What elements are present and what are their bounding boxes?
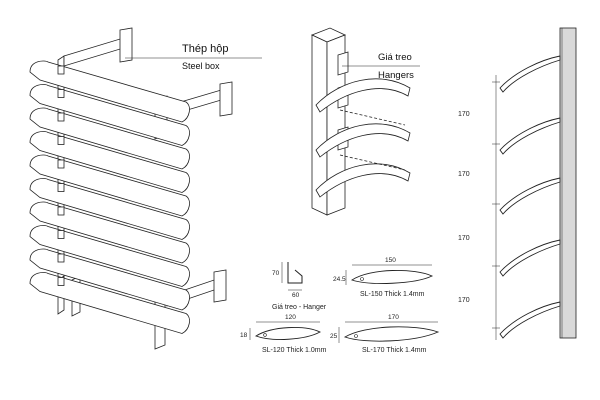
louver-blades [29,60,190,334]
side-blade [499,239,561,277]
louver-blade [29,60,190,123]
sl150-profile: 150 24.5 SL-150 Thick 1.4mm [333,257,434,298]
sl170-width-dim: 170 [388,314,399,321]
sl150-width-dim: 150 [385,257,396,264]
hangers-label-en: Hangers [378,70,414,81]
blade-clip [57,159,65,169]
steel-box-label-vi: Thép hộp [182,43,228,55]
dimension-ticks [492,81,500,329]
blade-clip [57,89,65,98]
side-elevation: 170 170 170 170 [458,27,577,340]
sl120-caption: SL-120 Thick 1.0mm [262,347,327,354]
sl170-caption: SL-170 Thick 1.4mm [362,347,427,354]
louver-blade [29,178,190,240]
blade-clip [57,183,65,192]
hangers-label-vi: Giá treo [378,52,412,63]
louver-blade [29,84,190,146]
blade-clip [57,136,65,145]
louver-blade [29,272,190,334]
blade-clip [57,206,65,216]
hanger-height-dim: 70 [272,270,280,277]
sl170-profile: 170 25 SL-170 Thick 1.4mm [330,314,440,354]
hangers-callout: Giá treo Hangers [342,52,420,81]
spacing-dim-1: 170 [458,111,470,118]
side-elevation-blades [499,55,561,339]
sl170-height-dim: 25 [330,333,338,340]
louver-blade [29,248,190,311]
wall-section [559,27,577,339]
spacing-dim-4: 170 [458,297,470,304]
steel-box-label-en: Steel box [182,61,220,71]
louver-blade [29,131,190,193]
blade-clip [57,253,65,263]
hanger-blades [315,78,411,198]
blade-clip [57,277,65,286]
sl120-profile: 120 18 SL-120 Thick 1.0mm [240,314,327,354]
sl150-height-dim: 24.5 [333,276,346,283]
hanger-profile: 70 60 Giá treo - Hanger [272,262,327,311]
blade-clip [57,230,65,239]
side-blade [499,55,561,93]
louver-blade [29,107,190,170]
side-blade [499,117,561,155]
side-blade [499,301,561,339]
side-blade [499,177,561,215]
louver-blade [29,154,190,217]
hanger-caption: Giá treo - Hanger [272,304,327,311]
steel-box-callout: Thép hộp Steel box [125,43,262,71]
hanger-width-dim: 60 [292,292,300,299]
spacing-dim-3: 170 [458,235,470,242]
blade-clip [57,65,65,75]
blade-clip [57,112,65,122]
sl120-width-dim: 120 [285,314,296,321]
sl150-caption: SL-150 Thick 1.4mm [360,291,425,298]
isometric-louver-assembly [29,27,233,350]
sl120-height-dim: 18 [240,332,248,339]
louver-blade [29,201,190,264]
hanger-detail [310,27,411,216]
louver-blade [29,225,190,287]
spacing-dim-2: 170 [458,171,470,178]
